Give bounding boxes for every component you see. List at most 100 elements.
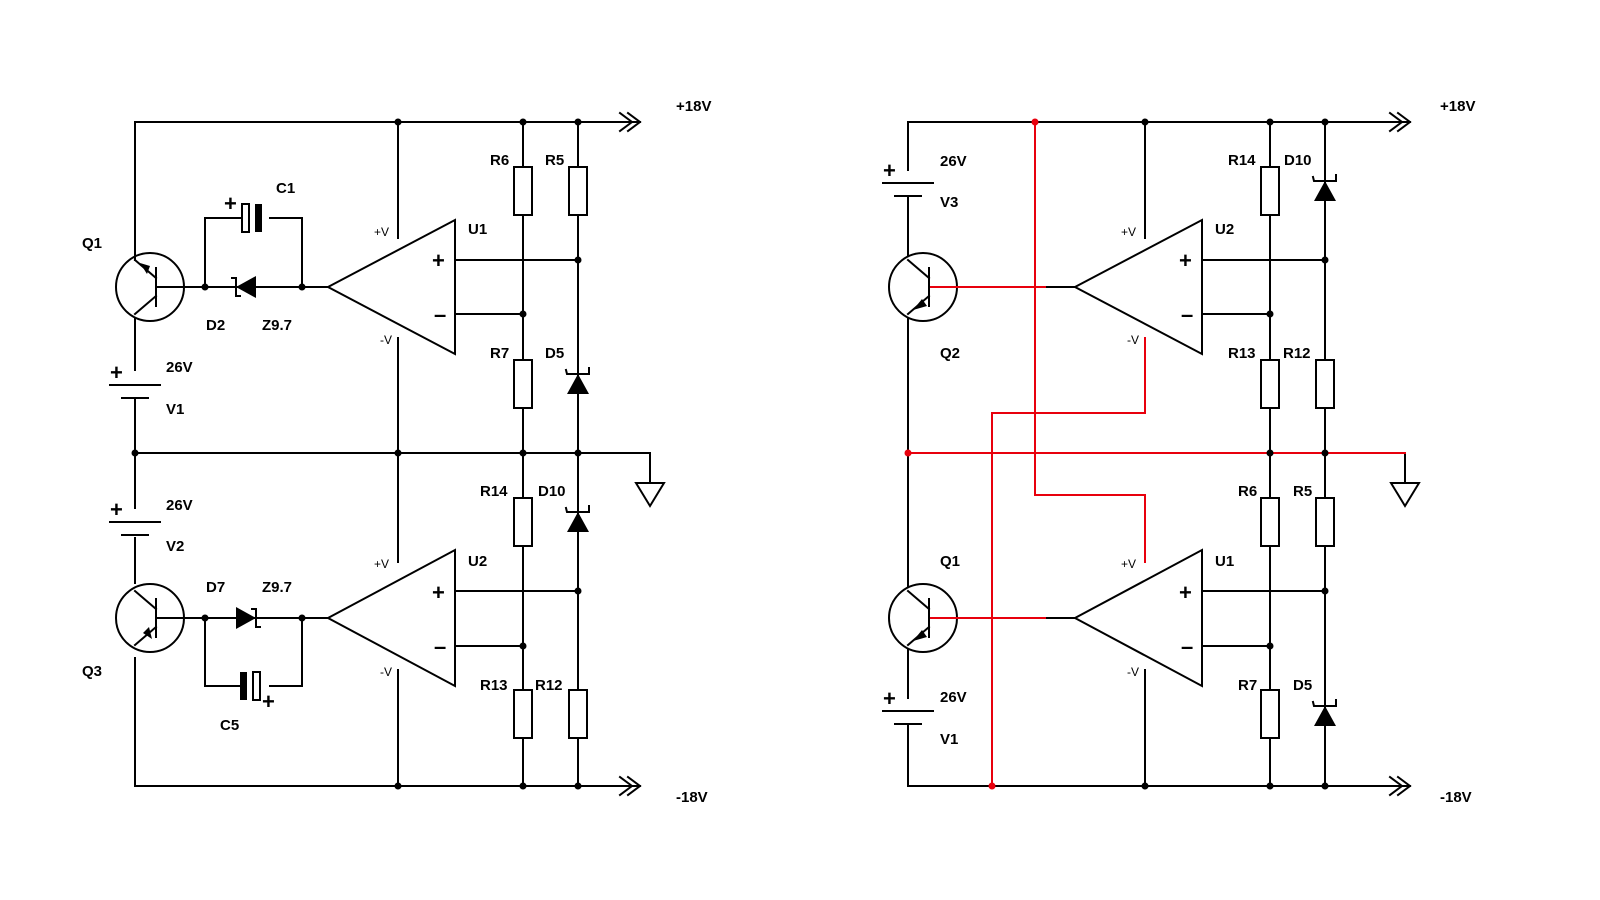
label-v2: V2 xyxy=(166,538,184,555)
label-v1-value: 26V xyxy=(166,359,193,376)
svg-text:+: + xyxy=(883,158,896,183)
zener-d10-right xyxy=(1311,174,1337,201)
svg-text:+: + xyxy=(432,248,445,273)
svg-text:+: + xyxy=(1179,580,1192,605)
label-r14: R14 xyxy=(480,483,508,500)
label-r13: R13 xyxy=(480,677,508,694)
svg-text:+: + xyxy=(1179,248,1192,273)
resistor-r5-right xyxy=(1315,497,1335,547)
resistor-r5 xyxy=(568,166,588,216)
u1r-pin-pos: +V xyxy=(1121,557,1136,571)
label-r5-right: R5 xyxy=(1293,483,1312,500)
resistor-r12-right xyxy=(1315,359,1335,409)
label-q1-right: Q1 xyxy=(940,553,960,570)
label-r12-right: R12 xyxy=(1283,345,1311,362)
resistor-r6-right xyxy=(1260,497,1280,547)
left-junctions xyxy=(131,118,582,790)
label-r13-right: R13 xyxy=(1228,345,1256,362)
u2-pin-pos: +V xyxy=(374,557,389,571)
right-highlight-wires xyxy=(907,121,1406,787)
svg-text:–: – xyxy=(434,634,446,659)
label-u1-right: U1 xyxy=(1215,553,1234,570)
u2-pin-neg: -V xyxy=(380,665,392,679)
label-d7-value: Z9.7 xyxy=(262,579,292,596)
transistor-q1 xyxy=(115,244,186,322)
resistor-r14-right xyxy=(1260,166,1280,216)
label-v1-right: V1 xyxy=(940,731,958,748)
battery-v2: + xyxy=(109,497,161,536)
right-ground-symbol xyxy=(1389,482,1421,508)
label-q1: Q1 xyxy=(82,235,102,252)
label-d5: D5 xyxy=(545,345,564,362)
left-rail-pos-label: +18V xyxy=(676,98,711,115)
resistor-r12 xyxy=(568,689,588,739)
svg-text:+: + xyxy=(432,580,445,605)
label-d10: D10 xyxy=(538,483,566,500)
label-v3-value: 26V xyxy=(940,153,967,170)
right-junctions xyxy=(1141,118,1329,790)
u2r-pin-neg: -V xyxy=(1127,333,1139,347)
label-r6-right: R6 xyxy=(1238,483,1257,500)
right-schematic: + + + – + – xyxy=(882,98,1475,806)
right-rail-pos-label: +18V xyxy=(1440,98,1475,115)
svg-text:+: + xyxy=(110,360,123,385)
zener-d7 xyxy=(236,607,261,629)
label-v1: V1 xyxy=(166,401,184,418)
label-d10-right: D10 xyxy=(1284,152,1312,169)
left-rail-neg-label: -18V xyxy=(676,789,708,806)
transistor-q1-right xyxy=(888,583,966,653)
svg-text:+: + xyxy=(110,497,123,522)
u1-pin-pos: +V xyxy=(374,225,389,239)
battery-v1-right: + xyxy=(882,686,934,725)
label-v1-right-value: 26V xyxy=(940,689,967,706)
u1r-pin-neg: -V xyxy=(1127,665,1139,679)
svg-text:–: – xyxy=(1181,634,1193,659)
label-u1: U1 xyxy=(468,221,487,238)
resistor-r13-right xyxy=(1260,359,1280,409)
left-schematic: + + + + + – + – xyxy=(82,98,711,806)
resistor-r13 xyxy=(513,689,533,739)
label-r7: R7 xyxy=(490,345,509,362)
svg-text:–: – xyxy=(434,302,446,327)
label-d5-right: D5 xyxy=(1293,677,1312,694)
label-u2-right: U2 xyxy=(1215,221,1234,238)
zener-d10 xyxy=(564,505,590,532)
label-q2: Q2 xyxy=(940,345,960,362)
opamp-u2-right: + – xyxy=(1072,218,1203,356)
capacitor-c1: + xyxy=(224,191,262,233)
zener-d2 xyxy=(231,276,256,298)
capacitor-c5: + xyxy=(240,671,275,714)
right-rail-neg-label: -18V xyxy=(1440,789,1472,806)
battery-v3: + xyxy=(882,158,934,197)
label-q3: Q3 xyxy=(82,663,102,680)
u1-pin-neg: -V xyxy=(380,333,392,347)
label-d7: D7 xyxy=(206,579,225,596)
svg-text:–: – xyxy=(1181,302,1193,327)
resistor-r6 xyxy=(513,166,533,216)
resistor-r7 xyxy=(513,359,533,409)
transistor-q2 xyxy=(888,252,966,322)
label-v2-value: 26V xyxy=(166,497,193,514)
opamp-u1: + – xyxy=(325,218,456,356)
left-ground-symbol xyxy=(634,482,666,508)
label-c1: C1 xyxy=(276,180,295,197)
svg-text:+: + xyxy=(883,686,896,711)
label-d2-value: Z9.7 xyxy=(262,317,292,334)
transistor-q3 xyxy=(115,583,186,653)
u2r-pin-pos: +V xyxy=(1121,225,1136,239)
opamp-u2: + – xyxy=(325,548,456,688)
label-r12: R12 xyxy=(535,677,563,694)
label-d2: D2 xyxy=(206,317,225,334)
resistor-r7-right xyxy=(1260,689,1280,739)
zener-d5-right xyxy=(1311,699,1337,726)
label-v3: V3 xyxy=(940,194,958,211)
right-red-junctions xyxy=(904,118,1039,790)
label-c5: C5 xyxy=(220,717,239,734)
label-r5: R5 xyxy=(545,152,564,169)
battery-v1: + xyxy=(109,360,161,399)
label-r6: R6 xyxy=(490,152,509,169)
svg-text:+: + xyxy=(262,689,275,714)
label-r14-right: R14 xyxy=(1228,152,1256,169)
label-r7-right: R7 xyxy=(1238,677,1257,694)
